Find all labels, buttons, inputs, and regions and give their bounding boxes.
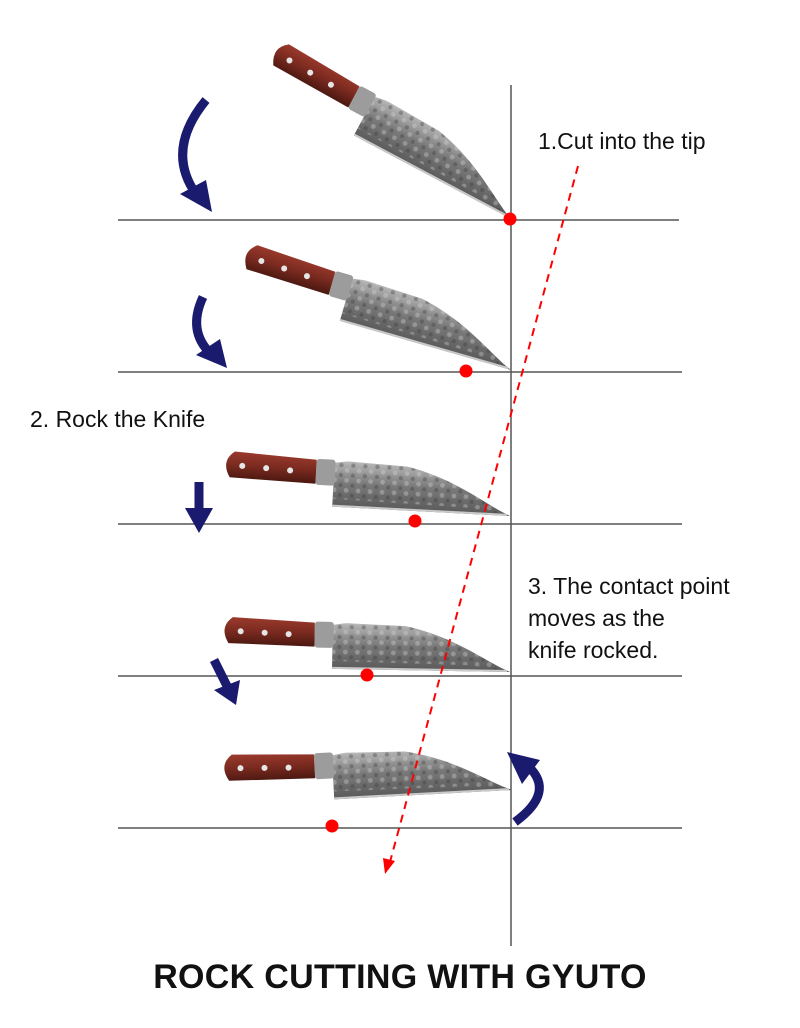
step-1-label: 1.Cut into the tip xyxy=(538,128,706,154)
diagram-title: ROCK CUTTING WITH GYUTO xyxy=(153,958,647,996)
curved-arrow-down-icon xyxy=(178,97,212,212)
contact-point-5 xyxy=(325,819,339,833)
curved-arrow-up-icon xyxy=(507,752,544,826)
contact-point-2 xyxy=(459,364,473,378)
contact-point-1 xyxy=(503,212,517,226)
knife-step-5 xyxy=(222,739,513,806)
knife-step-4 xyxy=(222,616,512,673)
contact-point-4 xyxy=(360,668,374,682)
knife-step-3 xyxy=(223,450,514,517)
knife-step-2 xyxy=(234,242,526,371)
step-2-label: 2. Rock the Knife xyxy=(30,406,206,432)
knife-step-1 xyxy=(257,39,536,221)
curved-arrow-down-icon xyxy=(192,295,227,368)
straight-arrow-down-icon xyxy=(185,482,213,533)
diagonal-arrow-down-icon xyxy=(209,657,240,705)
contact-point-3 xyxy=(408,514,422,528)
trajectory-arrowhead-icon xyxy=(383,858,395,874)
step-3-label: 3. The contact point moves as the knife … xyxy=(528,573,730,663)
